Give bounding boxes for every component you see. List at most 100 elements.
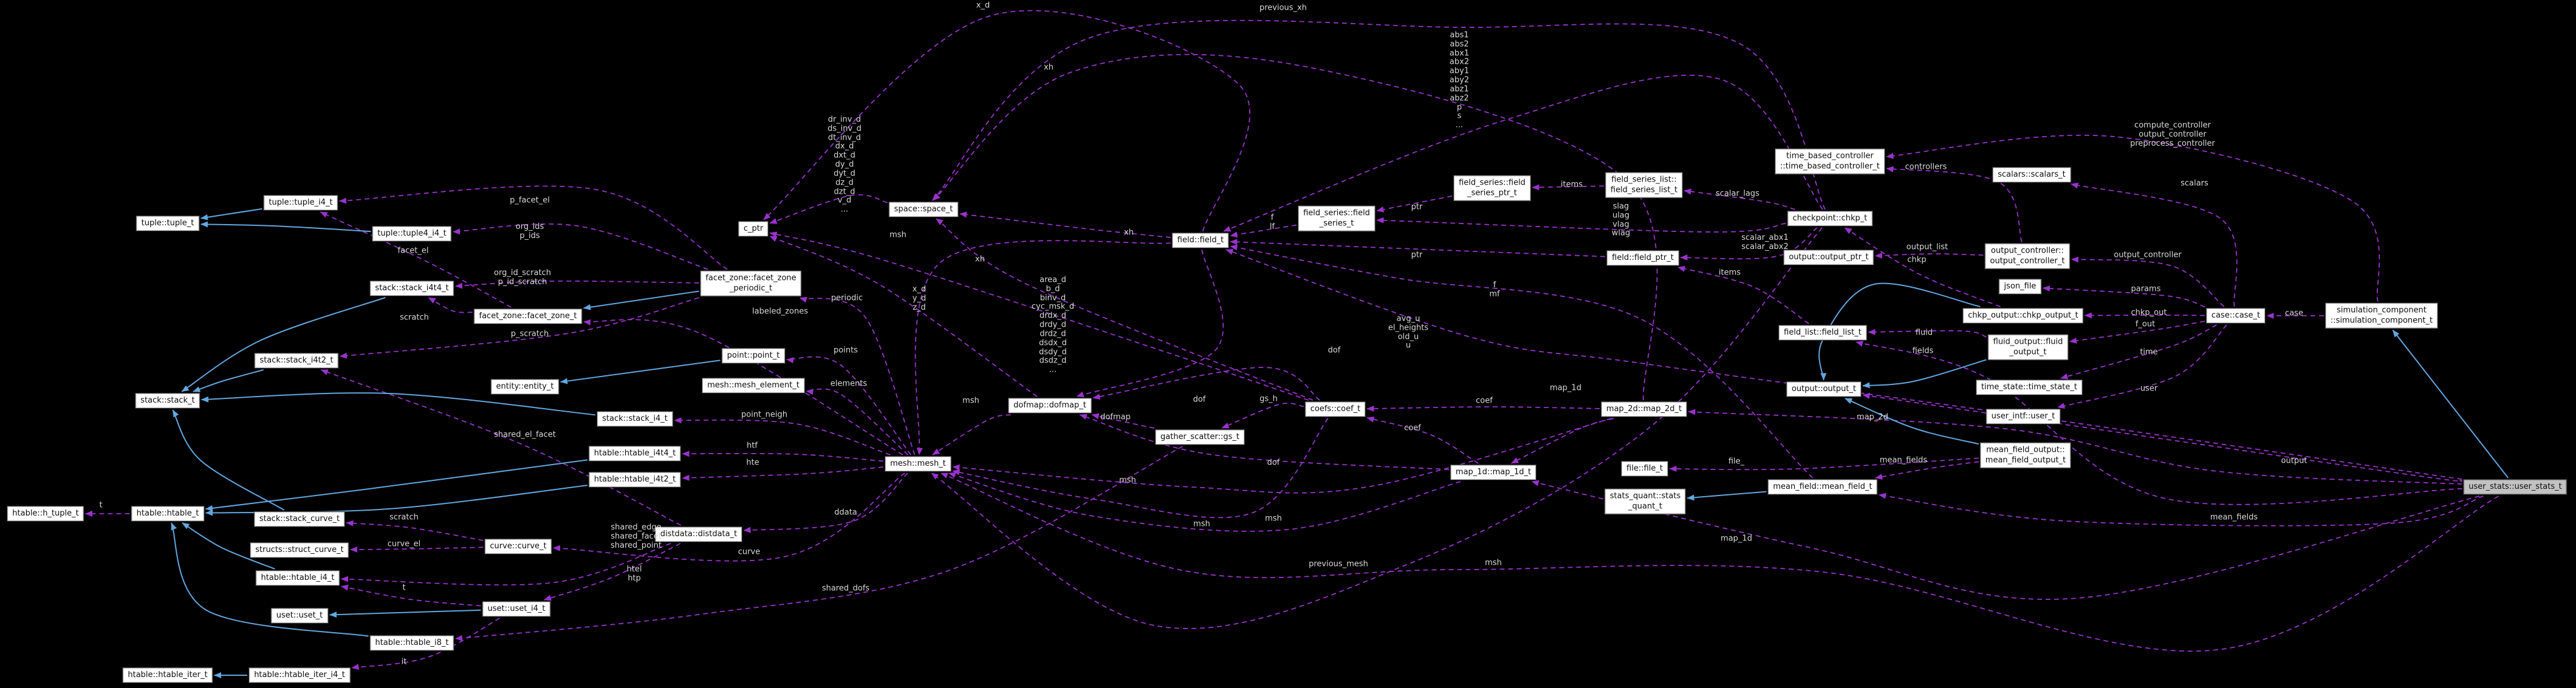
edge-mesh_t-stack_i4_t bbox=[674, 417, 891, 455]
node-stack_t[interactable]: stack::stack_t bbox=[135, 393, 200, 409]
edge-map_1d_t-coef_t bbox=[1366, 417, 1479, 464]
edge-fz_periodic_t-tuple_i4_t bbox=[339, 185, 728, 270]
node-fz_periodic_t[interactable]: facet_zone::facet_zone _periodic_t bbox=[701, 271, 801, 296]
edge-mesh_t-fz_periodic_t bbox=[799, 296, 916, 455]
node-htable_i4t4_t[interactable]: htable::htable_i4t4_t bbox=[589, 446, 681, 462]
node-htable_t[interactable]: htable::htable_t bbox=[131, 506, 204, 522]
edge-field_series_list_t-field_series_ptr_t bbox=[1532, 184, 1605, 191]
edge-chkp_output_t-chkp_t bbox=[1844, 227, 2001, 307]
node-user_stats_t[interactable]: user_stats::user_stats_t bbox=[2464, 479, 2567, 495]
edge-curve_t-struct_curve_t bbox=[350, 546, 484, 553]
edge-field_series_t-field_t bbox=[1230, 224, 1297, 238]
node-h_tuple_t[interactable]: htable::h_tuple_t bbox=[7, 506, 84, 522]
node-curve_t[interactable]: curve::curve_t bbox=[485, 539, 552, 554]
node-c_ptr[interactable]: c_ptr bbox=[738, 221, 769, 237]
edge-user_stats_t-field_t bbox=[1225, 249, 2462, 480]
edge-output_controller_t-output_ptr_t bbox=[1875, 252, 1984, 259]
node-field_ptr_t[interactable]: field::field_ptr_t bbox=[1607, 250, 1679, 266]
node-mesh_t[interactable]: mesh::mesh_t bbox=[885, 456, 951, 472]
node-field_series_ptr_t[interactable]: field_series::field _series_ptr_t bbox=[1454, 175, 1530, 201]
edge-mean_field_output_t-mean_field_t bbox=[1875, 461, 1979, 480]
edge-coef_t-dofmap_t bbox=[1092, 367, 1320, 401]
node-chkp_t[interactable]: checkpoint::chkp_t bbox=[1787, 211, 1872, 226]
node-case_t[interactable]: case::case_t bbox=[2206, 308, 2266, 324]
node-htable_i4t2_t[interactable]: htable::htable_i4t2_t bbox=[589, 472, 681, 488]
edge-facet_zone_t-tuple_i4_t bbox=[320, 211, 512, 308]
edge-field_t-dofmap_t bbox=[1076, 249, 1224, 398]
node-struct_curve_t[interactable]: structs::struct_curve_t bbox=[250, 542, 349, 558]
node-field_series_list_t[interactable]: field_series_list:: field_series_list_t bbox=[1605, 172, 1683, 198]
edge-distdata_t-uset_i4_t bbox=[544, 543, 681, 601]
edge-case_t-scalars_t bbox=[2071, 182, 2238, 307]
node-entity_t[interactable]: entity::entity_t bbox=[491, 379, 559, 395]
node-scalars_t[interactable]: scalars::scalars_t bbox=[1993, 167, 2071, 183]
edge-chkp_t-field_series_list_t bbox=[1684, 188, 1795, 210]
node-output_controller_t[interactable]: output_controller:: output_controller_t bbox=[1985, 244, 2070, 269]
node-tuple_i4_t[interactable]: tuple::tuple_i4_t bbox=[264, 195, 338, 211]
node-uset_t[interactable]: uset::uset_t bbox=[271, 608, 328, 624]
edge-map_2d_t-map_1d_t bbox=[1511, 418, 1614, 464]
edge-chkp_t-field_t bbox=[1223, 75, 1823, 232]
edge-mean_field_t-stats_quant_t bbox=[1687, 491, 1767, 501]
edge-case_t-time_state_t bbox=[2060, 324, 2217, 380]
node-stack_curve_t[interactable]: stack::stack_curve_t bbox=[254, 511, 345, 527]
node-map_1d_t[interactable]: map_1d::map_1d_t bbox=[1450, 465, 1536, 480]
edge-mean_field_output_t-output_t bbox=[1845, 398, 1979, 445]
edge-facet_zone_t-stack_i4t4_t bbox=[428, 297, 473, 313]
node-user_t[interactable]: user_intf::user_t bbox=[1986, 409, 2060, 424]
node-htable_iter_i4_t[interactable]: htable::htable_iter_i4_t bbox=[249, 667, 350, 683]
edge-uset_i4_t-htable_iter_i4_t bbox=[351, 618, 500, 670]
edge-htable_i4t4_t-htable_t bbox=[205, 459, 588, 511]
node-tuple_t[interactable]: tuple::tuple_t bbox=[136, 216, 199, 231]
node-tuple4_i4_t[interactable]: tuple::tuple4_i4_t bbox=[372, 226, 451, 242]
edge-map_2d_t-space_t bbox=[933, 53, 1658, 401]
edge-chkp_output_t-output_t bbox=[1818, 282, 1981, 381]
edge-coef_t-gs_t bbox=[1221, 403, 1304, 429]
node-stack_i4_t[interactable]: stack::stack_i4_t bbox=[597, 411, 673, 427]
edge-chkp_t-mesh_t bbox=[931, 227, 1823, 629]
node-field_list_t[interactable]: field_list::field_list_t bbox=[1779, 325, 1866, 341]
edge-case_t-fluid_output_t bbox=[2069, 321, 2205, 344]
node-facet_zone_t[interactable]: facet_zone::facet_zone_t bbox=[474, 308, 582, 324]
node-stats_quant_t[interactable]: stats_quant::stats _quant_t bbox=[1605, 489, 1686, 514]
node-mean_field_output_t[interactable]: mean_field_output:: mean_field_output_t bbox=[1980, 443, 2071, 468]
node-gs_t[interactable]: gather_scatter::gs_t bbox=[1156, 429, 1244, 445]
node-stack_i4t2_t[interactable]: stack::stack_i4t2_t bbox=[255, 353, 338, 369]
node-mean_field_t[interactable]: mean_field::mean_field_t bbox=[1768, 479, 1877, 495]
node-htable_i8_t[interactable]: htable::htable_i8_t bbox=[370, 635, 454, 651]
node-fluid_output_t[interactable]: fluid_output::fluid _output_t bbox=[1988, 335, 2068, 360]
node-mesh_element_t[interactable]: mesh::mesh_element_t bbox=[702, 378, 804, 393]
node-map_2d_t[interactable]: map_2d::map_2d_t bbox=[1601, 401, 1687, 417]
node-file_t[interactable]: file::file_t bbox=[1622, 461, 1668, 477]
node-htable_i4_t[interactable]: htable::htable_i4_t bbox=[256, 570, 340, 586]
edge-distdata_t-stack_i4t2_t bbox=[320, 369, 682, 526]
node-space_t[interactable]: space::space_t bbox=[889, 202, 958, 217]
edge-user_stats_t-output_t bbox=[1862, 393, 2463, 482]
edge-stack_i4_t-stack_t bbox=[201, 392, 596, 416]
edge-stack_curve_t-stack_t bbox=[172, 409, 285, 511]
node-field_t[interactable]: field::field_t bbox=[1172, 233, 1229, 248]
node-sim_comp_t[interactable]: simulation_component ::simulation_compon… bbox=[2325, 303, 2438, 329]
node-field_series_t[interactable]: field_series::field _series_t bbox=[1298, 206, 1375, 231]
node-coef_t[interactable]: coefs::coef_t bbox=[1305, 401, 1366, 417]
node-point_t[interactable]: point::point_t bbox=[722, 348, 785, 364]
node-output_ptr_t[interactable]: output::output_ptr_t bbox=[1784, 250, 1874, 265]
node-dofmap_t[interactable]: dofmap::dofmap_t bbox=[1009, 398, 1091, 414]
node-output_t[interactable]: output::output_t bbox=[1786, 381, 1862, 397]
edge-mesh_t-mesh_element_t bbox=[806, 388, 909, 455]
edge-user_stats_t-map_2d_t bbox=[1688, 409, 2462, 485]
node-uset_i4_t[interactable]: uset::uset_i4_t bbox=[482, 601, 550, 617]
node-htable_iter_t[interactable]: htable::htable_iter_t bbox=[123, 667, 213, 683]
edge-fluid_output_t-field_list_t bbox=[1868, 329, 1987, 338]
node-distdata_t[interactable]: distdata::distdata_t bbox=[655, 526, 742, 542]
edge-case_t-chkp_output_t bbox=[2084, 312, 2205, 319]
edge-coef_t-space_t bbox=[936, 218, 1314, 401]
node-stack_i4t4_t[interactable]: stack::stack_i4t4_t bbox=[370, 281, 454, 296]
node-time_state_t[interactable]: time_state::time_state_t bbox=[1976, 380, 2082, 395]
node-json_file[interactable]: json_file bbox=[1999, 279, 2041, 295]
node-chkp_output_t[interactable]: chkp_output::chkp_output_t bbox=[1963, 308, 2083, 324]
node-tbc_t[interactable]: time_based_controller ::time_based_contr… bbox=[1775, 149, 1885, 174]
edge-point_t-entity_t bbox=[560, 359, 721, 384]
